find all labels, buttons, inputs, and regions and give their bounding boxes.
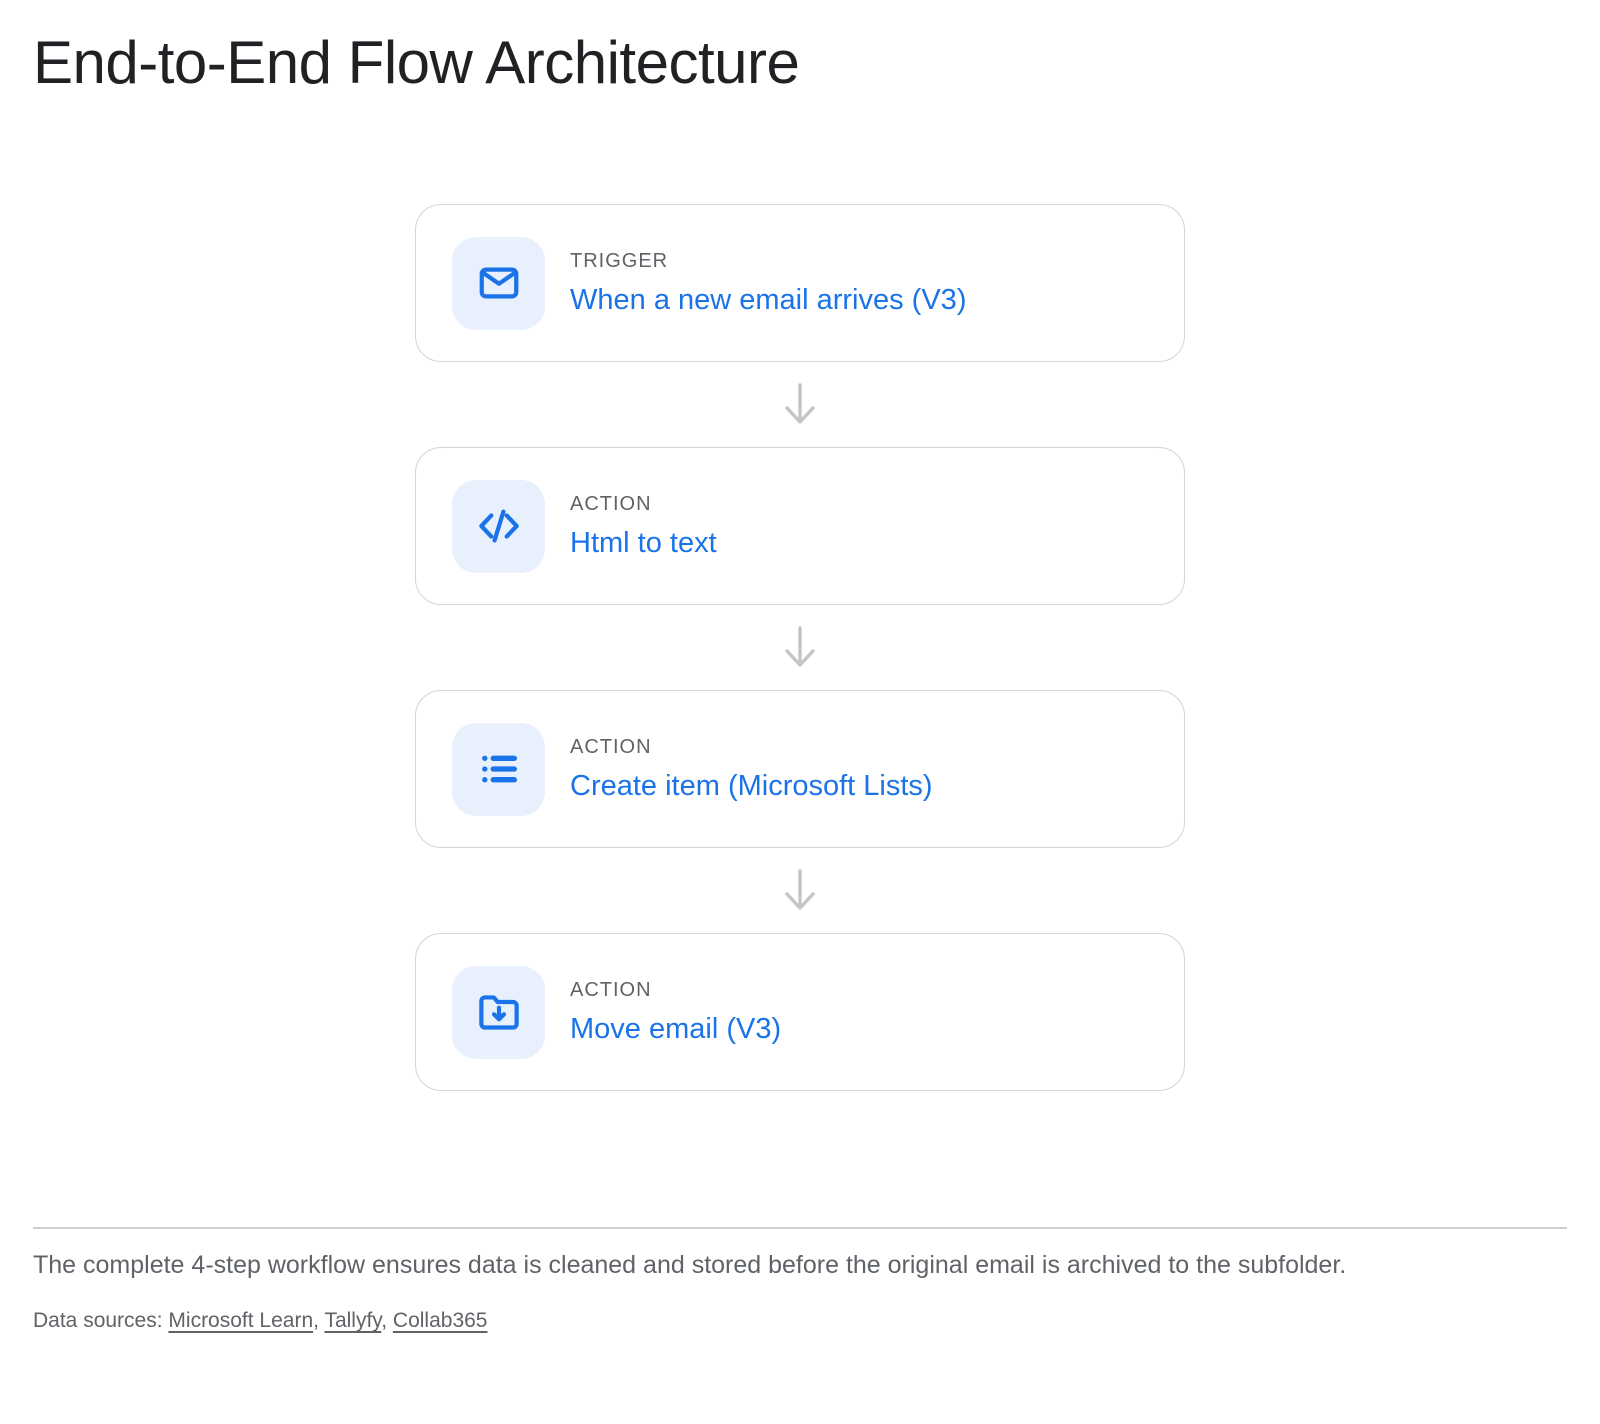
source-separator: , (313, 1309, 325, 1333)
code-icon (452, 479, 545, 573)
flow-step-trigger-card[interactable]: TRIGGER When a new email arrives (V3) (415, 204, 1185, 362)
flow-step-action-card-html-to-text[interactable]: ACTION Html to text (415, 447, 1185, 605)
flow-connector (415, 605, 1185, 690)
source-separator: , (381, 1309, 393, 1333)
bulleted-list-icon (452, 722, 545, 816)
flow-step-text: ACTION Move email (V3) (570, 979, 781, 1046)
page-title: End-to-End Flow Architecture (33, 29, 800, 96)
folder-move-icon (452, 965, 545, 1059)
source-link-collab365[interactable]: Collab365 (392, 1309, 488, 1333)
flow-diagram: TRIGGER When a new email arrives (V3) AC… (415, 204, 1185, 1091)
step-type-label: TRIGGER (570, 249, 669, 272)
flow-step-text: ACTION Html to text (570, 493, 717, 560)
step-title: When a new email arrives (V3) (570, 283, 967, 316)
flow-connector (415, 848, 1185, 933)
arrow-down-icon (785, 868, 815, 910)
step-title: Html to text (570, 526, 717, 559)
data-sources-line: Data sources: Microsoft Learn, Tallyfy, … (33, 1309, 1567, 1333)
source-link-microsoft-learn[interactable]: Microsoft Learn (168, 1309, 314, 1333)
flow-step-text: TRIGGER When a new email arrives (V3) (570, 250, 966, 317)
footer-divider (33, 1227, 1567, 1229)
page: End-to-End Flow Architecture TRIGGER Whe… (0, 30, 1600, 1333)
flow-connector (415, 362, 1185, 447)
step-title: Create item (Microsoft Lists) (570, 769, 933, 802)
email-icon (452, 236, 545, 330)
step-title: Move email (V3) (570, 1012, 782, 1045)
arrow-down-icon (785, 625, 815, 667)
step-type-label: ACTION (570, 492, 652, 515)
flow-step-action-card-create-item[interactable]: ACTION Create item (Microsoft Lists) (415, 690, 1185, 848)
data-sources-label: Data sources: (33, 1309, 169, 1333)
flow-caption: The complete 4-step workflow ensures dat… (33, 1251, 1347, 1279)
step-type-label: ACTION (570, 978, 652, 1001)
flow-step-action-card-move-email[interactable]: ACTION Move email (V3) (415, 933, 1185, 1091)
flow-step-text: ACTION Create item (Microsoft Lists) (570, 736, 933, 803)
step-type-label: ACTION (570, 735, 652, 758)
arrow-down-icon (785, 382, 815, 424)
source-link-tallyfy[interactable]: Tallyfy (324, 1309, 382, 1333)
